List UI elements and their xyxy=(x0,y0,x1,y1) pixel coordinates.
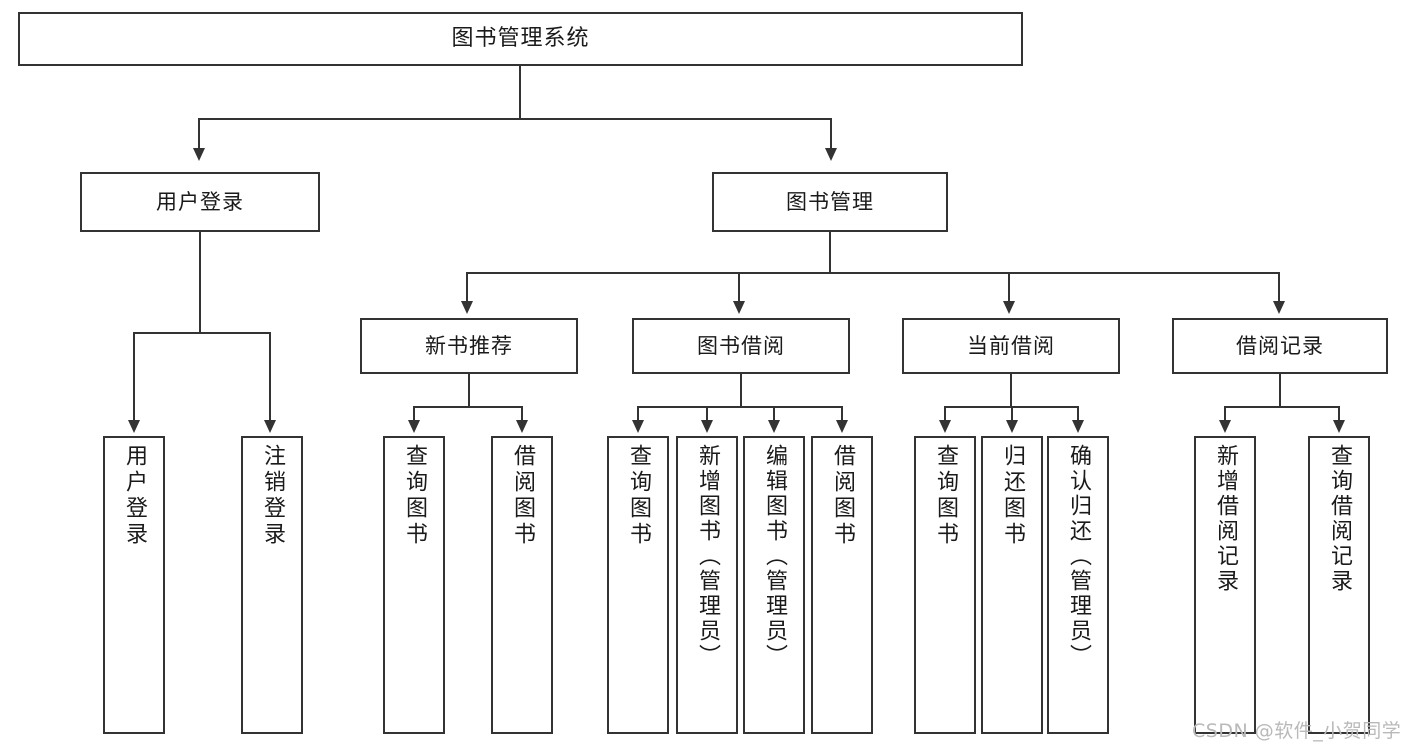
connector-root-stem xyxy=(519,66,521,119)
connector-book-borrow-leaf-2 xyxy=(706,406,708,422)
connector-current-borrow-stem xyxy=(1010,374,1012,407)
leaf-add-book-admin[interactable]: 新增图书（管理员） xyxy=(676,436,738,734)
leaf-query-book-recommend[interactable]: 查询图书 xyxy=(383,436,445,734)
connector-user-login-stem xyxy=(199,232,201,333)
node-user-login[interactable]: 用户登录 xyxy=(80,172,320,232)
node-label: 查询图书 xyxy=(626,444,651,548)
arrow-current-borrow-leaf-2 xyxy=(1006,420,1018,433)
node-label: 新增借阅记录 xyxy=(1213,444,1238,594)
connector-user-login-leaf-1 xyxy=(133,332,135,422)
arrow-to-borrow-record xyxy=(1273,301,1285,314)
connector-borrow-record-leaf-1 xyxy=(1224,406,1226,422)
leaf-confirm-return-admin[interactable]: 确认归还（管理员） xyxy=(1047,436,1109,734)
node-label: 借阅记录 xyxy=(1236,333,1324,358)
node-current-borrow[interactable]: 当前借阅 xyxy=(902,318,1120,374)
node-label: 图书借阅 xyxy=(697,333,785,358)
node-label: 新增图书（管理员） xyxy=(695,444,720,669)
arrow-current-borrow-leaf-3 xyxy=(1072,420,1084,433)
connector-book-borrow-bar xyxy=(637,406,843,408)
arrow-book-borrow-leaf-4 xyxy=(836,420,848,433)
arrow-to-book-borrow xyxy=(733,301,745,314)
node-borrow-record[interactable]: 借阅记录 xyxy=(1172,318,1388,374)
node-label: 查询借阅记录 xyxy=(1327,444,1352,594)
connector-to-current-borrow xyxy=(1008,272,1010,303)
connector-book-borrow-leaf-4 xyxy=(841,406,843,422)
node-label: 借阅图书 xyxy=(510,444,535,548)
arrow-book-borrow-leaf-3 xyxy=(768,420,780,433)
leaf-borrow-book-recommend[interactable]: 借阅图书 xyxy=(491,436,553,734)
arrow-current-borrow-leaf-1 xyxy=(939,420,951,433)
node-root-system[interactable]: 图书管理系统 xyxy=(18,12,1023,66)
arrow-user-login-leaf-1 xyxy=(128,420,140,433)
connector-book-manage-bar xyxy=(466,272,1280,274)
leaf-query-book-borrow[interactable]: 查询图书 xyxy=(607,436,669,734)
arrow-book-borrow-leaf-1 xyxy=(632,420,644,433)
leaf-user-login[interactable]: 用户登录 xyxy=(103,436,165,734)
arrow-book-borrow-leaf-2 xyxy=(701,420,713,433)
arrow-to-user-login xyxy=(193,148,205,161)
arrow-new-book-leaf-2 xyxy=(516,420,528,433)
arrow-user-login-leaf-2 xyxy=(264,420,276,433)
leaf-edit-book-admin[interactable]: 编辑图书（管理员） xyxy=(743,436,805,734)
connector-to-book-manage xyxy=(830,118,832,150)
leaf-return-book[interactable]: 归还图书 xyxy=(981,436,1043,734)
connector-new-book-leaf-1 xyxy=(413,406,415,422)
node-new-book-recommend[interactable]: 新书推荐 xyxy=(360,318,578,374)
node-label: 归还图书 xyxy=(1000,444,1025,548)
connector-borrow-record-stem xyxy=(1279,374,1281,407)
connector-to-new-book xyxy=(466,272,468,303)
connector-user-login-bar xyxy=(133,332,269,334)
leaf-query-borrow-record[interactable]: 查询借阅记录 xyxy=(1308,436,1370,734)
connector-borrow-record-bar xyxy=(1224,406,1340,408)
connector-to-book-borrow xyxy=(738,272,740,303)
connector-new-book-stem xyxy=(468,374,470,407)
arrow-borrow-record-leaf-2 xyxy=(1333,420,1345,433)
leaf-query-book-current[interactable]: 查询图书 xyxy=(914,436,976,734)
leaf-logout[interactable]: 注销登录 xyxy=(241,436,303,734)
arrow-to-current-borrow xyxy=(1003,301,1015,314)
node-label: 注销登录 xyxy=(260,444,285,548)
connector-book-manage-stem xyxy=(829,232,831,273)
connector-book-borrow-stem xyxy=(740,374,742,407)
node-book-manage[interactable]: 图书管理 xyxy=(712,172,948,232)
arrow-new-book-leaf-1 xyxy=(408,420,420,433)
leaf-add-borrow-record[interactable]: 新增借阅记录 xyxy=(1194,436,1256,734)
node-label: 用户登录 xyxy=(122,444,147,548)
node-book-borrow[interactable]: 图书借阅 xyxy=(632,318,850,374)
watermark: CSDN @软件_小贺同学 xyxy=(1192,720,1402,742)
connector-borrow-record-leaf-2 xyxy=(1338,406,1340,422)
arrow-to-new-book xyxy=(461,301,473,314)
node-label: 借阅图书 xyxy=(830,444,855,548)
node-label: 当前借阅 xyxy=(967,333,1055,358)
node-label: 图书管理系统 xyxy=(451,26,590,52)
node-label: 新书推荐 xyxy=(425,333,513,358)
connector-book-borrow-leaf-1 xyxy=(637,406,639,422)
node-label: 确认归还（管理员） xyxy=(1066,444,1091,669)
node-label: 编辑图书（管理员） xyxy=(762,444,787,669)
connector-to-borrow-record xyxy=(1278,272,1280,303)
connector-current-borrow-leaf-3 xyxy=(1077,406,1079,422)
connector-current-borrow-leaf-2 xyxy=(1011,406,1013,422)
node-label: 查询图书 xyxy=(933,444,958,548)
connector-new-book-leaf-2 xyxy=(521,406,523,422)
arrow-to-book-manage xyxy=(825,148,837,161)
connector-root-bar xyxy=(198,118,832,120)
connector-new-book-bar xyxy=(413,406,523,408)
arrow-borrow-record-leaf-1 xyxy=(1219,420,1231,433)
connector-user-login-leaf-2 xyxy=(269,332,271,422)
connector-current-borrow-leaf-1 xyxy=(944,406,946,422)
node-label: 图书管理 xyxy=(786,189,874,214)
node-label: 用户登录 xyxy=(156,189,244,214)
node-label: 查询图书 xyxy=(402,444,427,548)
leaf-borrow-book[interactable]: 借阅图书 xyxy=(811,436,873,734)
connector-to-user-login xyxy=(198,118,200,150)
connector-book-borrow-leaf-3 xyxy=(773,406,775,422)
